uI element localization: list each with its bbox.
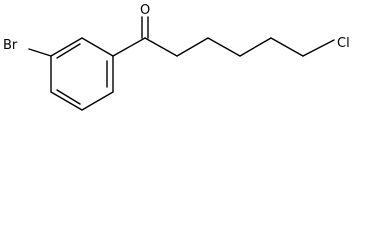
oxygen-label: O (140, 3, 150, 18)
bromine-bond (28, 48, 52, 57)
ring-bond (81, 37, 114, 57)
ring-bond (50, 37, 83, 57)
chain-bond (144, 37, 178, 57)
chain-bond (270, 37, 304, 57)
ring-inner-double-bond (56, 89, 81, 105)
chain-bond (239, 37, 272, 57)
ring-to-carbonyl-bond (112, 37, 146, 57)
chain-bond (207, 37, 241, 57)
alkyl-chain (144, 37, 335, 57)
benzene-ring (50, 37, 114, 111)
structure-diagram: Br O Cl (3, 3, 350, 111)
ring-inner-double-bond (56, 43, 81, 59)
ring-bond (50, 91, 83, 111)
chain-bond (302, 39, 335, 57)
chlorine-label: Cl (337, 36, 350, 51)
chain-bond (176, 37, 209, 57)
bromine-label: Br (3, 38, 18, 53)
ring-bond (81, 91, 114, 111)
